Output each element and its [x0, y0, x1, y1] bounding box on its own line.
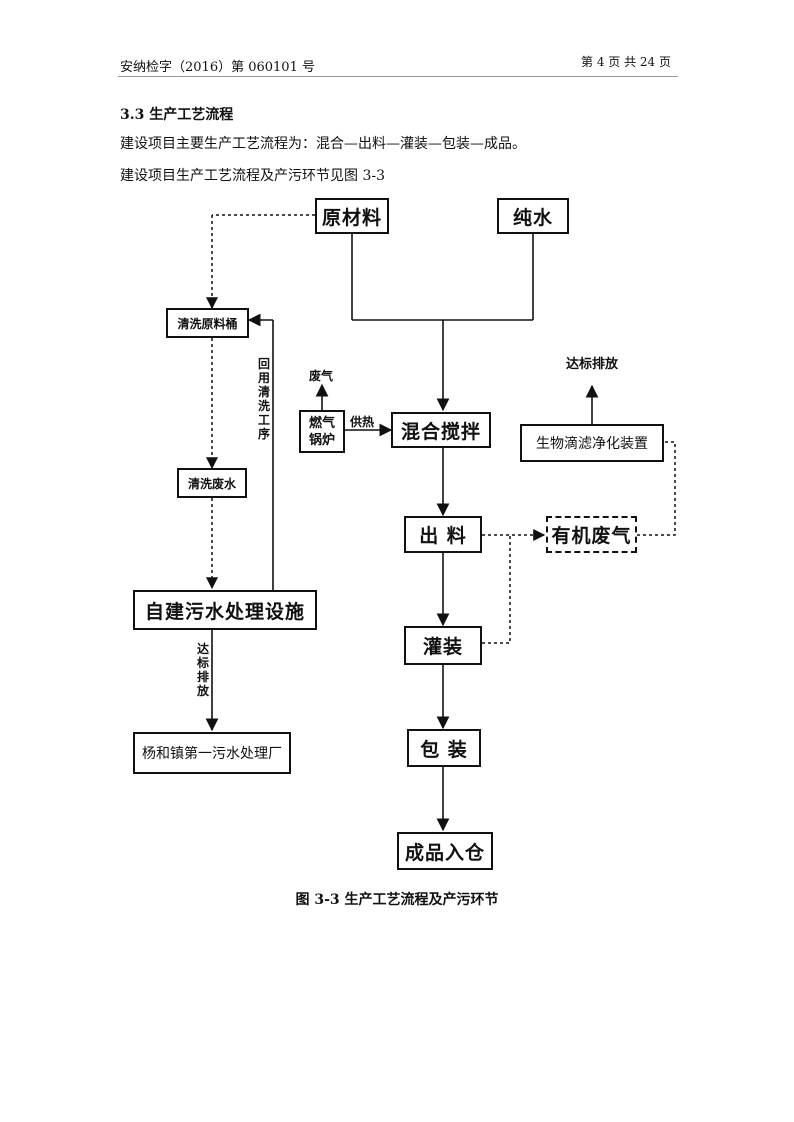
figure-reference-text: 建设项目生产工艺流程及产污环节见图 3-3 [120, 168, 385, 184]
pure-water-box: 纯水 [497, 198, 569, 234]
figure-caption: 图 3-3 生产工艺流程及产污环节 [295, 892, 499, 908]
gas-boiler-box: 燃气锅炉 [299, 410, 345, 453]
section-title: 3.3 生产工艺流程 [120, 107, 234, 123]
doc-number: 安纳检字（2016）第 060101 号 [120, 60, 315, 75]
heat-supply-label: 供热 [350, 415, 375, 429]
connector-filling-gas [482, 535, 511, 644]
wwtp-emission-label: 达标排放 [196, 642, 209, 698]
discharge-box: 出 料 [404, 516, 482, 553]
filling-box: 灌装 [404, 626, 482, 665]
mixing-box: 混合搅拌 [391, 412, 491, 448]
raw-material-box: 原材料 [315, 198, 389, 234]
organic-gas-box: 有机废气 [546, 516, 637, 553]
clean-drum-box: 清洗原料桶 [166, 308, 249, 338]
warehouse-box: 成品入仓 [397, 832, 493, 870]
bio-filter-box: 生物滴滤净化装置 [520, 424, 664, 462]
wastewater-facility-box: 自建污水处理设施 [133, 590, 317, 630]
wash-water-box: 清洗废水 [177, 468, 247, 498]
header-divider [118, 76, 678, 77]
exhaust-label: 废气 [309, 369, 334, 383]
municipal-plant-box: 杨和镇第一污水处理厂 [133, 732, 291, 774]
bio-emission-label: 达标排放 [566, 357, 619, 372]
reuse-label: 回用清洗工序 [257, 357, 270, 441]
connector-gas-bio [637, 441, 676, 536]
page-info: 第 4 页 共 24 页 [581, 55, 671, 69]
process-summary-text: 建设项目主要生产工艺流程为：混合—出料—灌装—包装—成品。 [120, 136, 526, 152]
packing-box: 包 装 [407, 729, 481, 767]
